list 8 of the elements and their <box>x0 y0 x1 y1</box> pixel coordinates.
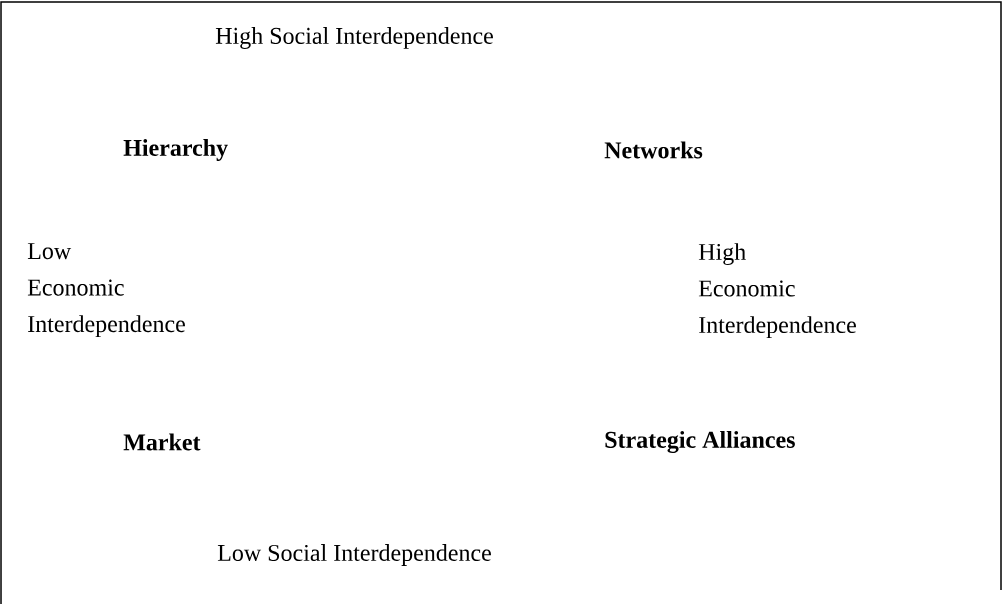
axis-label: High Economic Interdependence <box>698 243 856 338</box>
axis-label: Low Social Interdependence <box>217 544 491 566</box>
quadrant-label: Networks <box>604 141 703 159</box>
axis-label: High Social Interdependence <box>215 27 493 49</box>
axis-label: Low Economic Interdependence <box>27 243 185 337</box>
quadrant-label: Hierarchy <box>123 139 228 161</box>
quadrant-label: Strategic Alliances <box>605 431 795 453</box>
quadrant-label: Market <box>123 433 201 451</box>
